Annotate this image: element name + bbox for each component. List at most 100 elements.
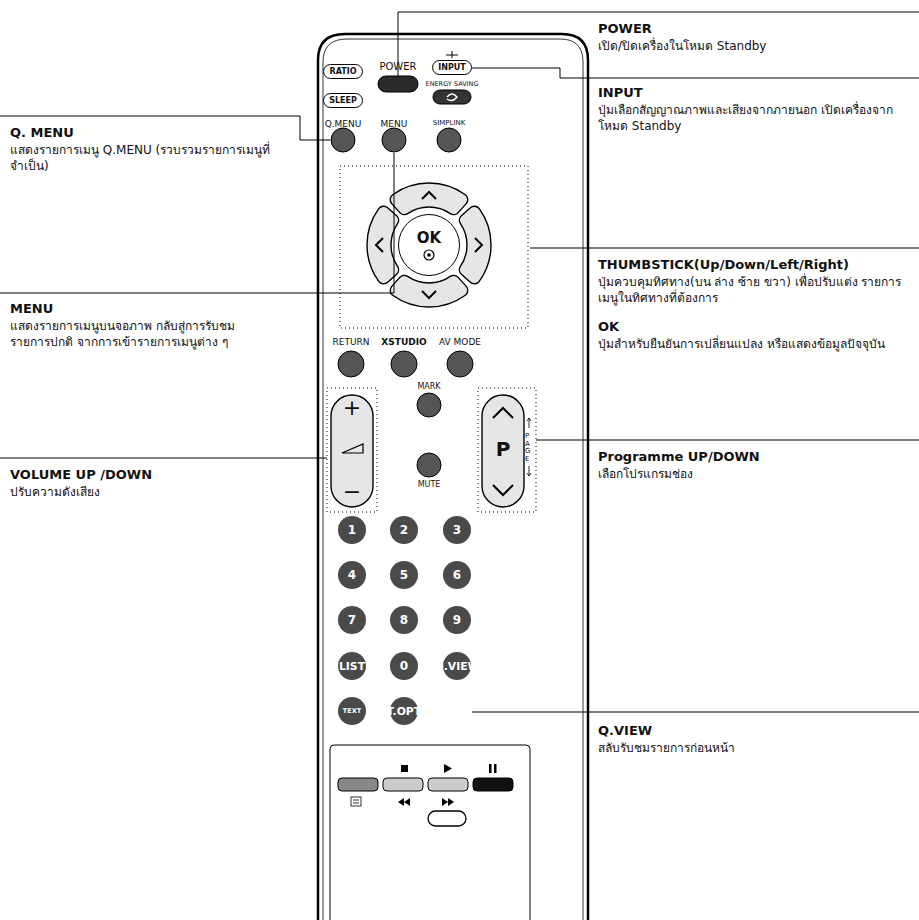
remote-part xyxy=(0,12,919,712)
round-button: 5 xyxy=(390,561,418,589)
remote-part xyxy=(331,395,373,507)
round-button: 9 xyxy=(443,606,471,634)
round-button: LIST xyxy=(338,652,366,680)
button-name: XSTUDIO xyxy=(378,336,430,348)
remote-part xyxy=(0,153,394,293)
ok-symbol xyxy=(423,249,435,261)
remote-part xyxy=(398,12,919,76)
button-name: RETURN xyxy=(326,336,376,348)
button-label: LIST xyxy=(339,660,365,673)
remote-part xyxy=(527,418,531,428)
button-label: OK xyxy=(417,229,441,247)
button-label: − xyxy=(331,481,373,503)
remote-part xyxy=(428,778,468,791)
callout-heading: Q.VIEW xyxy=(598,722,898,740)
remote-part xyxy=(318,34,588,920)
callout-text: สลับรับชมรายการก่อนหน้า xyxy=(598,740,898,756)
remote-part xyxy=(338,778,378,791)
callout-text: ปุ่มควบคุมทิศทาง(บน ล่าง ซ้าย ขวา) เพื่อ… xyxy=(598,274,913,306)
remote-part xyxy=(398,798,410,806)
remote-part xyxy=(383,778,423,791)
remote-part xyxy=(482,395,524,507)
remote-part xyxy=(442,798,454,806)
remote-part xyxy=(0,458,327,459)
pill-button: INPUT xyxy=(432,60,472,75)
remote-part xyxy=(446,51,458,58)
callout-heading: VOLUME UP /DOWN xyxy=(10,466,310,484)
direction-pad xyxy=(390,275,468,307)
button-label: Q.VIEW xyxy=(435,660,480,673)
button-label: 3 xyxy=(453,523,461,537)
remote-part xyxy=(433,90,471,104)
callout-heading: INPUT xyxy=(598,84,898,102)
remote-part xyxy=(331,128,355,152)
callout-text: แสดงรายการเมนู Q.MENU (รวบรวมรายการเมนูท… xyxy=(10,142,290,174)
button-label: SLEEP xyxy=(329,96,357,105)
callout-heading: THUMBSTICK(Up/Down/Left/Right) xyxy=(598,256,913,274)
button-label: INPUT xyxy=(438,63,466,72)
remote-part xyxy=(382,128,406,152)
remote-part xyxy=(330,745,530,920)
callout-text: แสดงรายการเมนูบนจอภาพ กลับสู่การรับชมราย… xyxy=(10,318,270,350)
callout-heading: POWER xyxy=(598,20,898,38)
pill-button: SLEEP xyxy=(323,93,363,108)
direction-pad xyxy=(390,183,468,215)
remote-part xyxy=(472,68,919,78)
round-button: 2 xyxy=(390,516,418,544)
round-button: T.OPT xyxy=(390,697,418,725)
remote-part xyxy=(447,351,473,377)
callout-text: ปุ่มสำหรับยืนยันการเปลี่ยนแปลง หรือแสดงข… xyxy=(598,336,913,352)
remote-part xyxy=(494,764,497,773)
button-label: + xyxy=(331,397,373,419)
callout-heading: Q. MENU xyxy=(10,124,290,142)
remote-part xyxy=(536,440,919,441)
round-button: 7 xyxy=(338,606,366,634)
remote-part xyxy=(472,712,919,713)
button-name: MARK xyxy=(409,382,449,393)
button-name: POWER xyxy=(373,60,423,74)
button-label: 2 xyxy=(400,523,408,537)
callout-text: ปรับความดังเสียง xyxy=(10,484,310,500)
round-button: 1 xyxy=(338,516,366,544)
button-name: SIMPLINK xyxy=(427,119,471,128)
remote-part xyxy=(351,797,361,806)
direction-chevron xyxy=(376,238,383,252)
button-label: 7 xyxy=(348,613,356,627)
direction-chevron xyxy=(422,291,436,298)
button-label: TEXT xyxy=(343,707,361,715)
remote-part xyxy=(378,76,418,92)
button-name: MUTE xyxy=(409,480,449,491)
remote-part xyxy=(447,94,457,101)
callout-heading: OK xyxy=(598,318,898,336)
round-button: 6 xyxy=(443,561,471,589)
button-label: 1 xyxy=(348,523,356,537)
button-label: 6 xyxy=(453,568,461,582)
remote-part xyxy=(327,388,377,512)
button-label: 5 xyxy=(400,568,408,582)
button-name: Q.MENU xyxy=(321,118,365,130)
volume-rocker: +− xyxy=(331,395,373,507)
direction-chevron xyxy=(422,192,436,199)
button-label: P xyxy=(482,439,524,459)
direction-chevron xyxy=(475,238,482,252)
direction-pad xyxy=(459,206,491,284)
remote-part xyxy=(401,765,408,772)
remote-part xyxy=(530,248,919,249)
remote-part xyxy=(527,466,531,476)
remote-part xyxy=(473,778,513,791)
button-label: 8 xyxy=(400,613,408,627)
remote-part xyxy=(417,453,441,477)
remote-part xyxy=(391,351,417,377)
round-button: 4 xyxy=(338,561,366,589)
button-label: 4 xyxy=(348,568,356,582)
remote-part xyxy=(489,764,492,773)
remote-part xyxy=(0,116,330,140)
remote-part xyxy=(428,811,466,826)
remote-part xyxy=(340,166,528,328)
callout-text: เลือกโปรแกรมช่อง xyxy=(598,466,898,482)
button-name: ENERGY SAVING xyxy=(424,80,480,89)
callout-heading: MENU xyxy=(10,300,290,318)
pill-button: RATIO xyxy=(323,64,363,79)
round-button: 8 xyxy=(390,606,418,634)
